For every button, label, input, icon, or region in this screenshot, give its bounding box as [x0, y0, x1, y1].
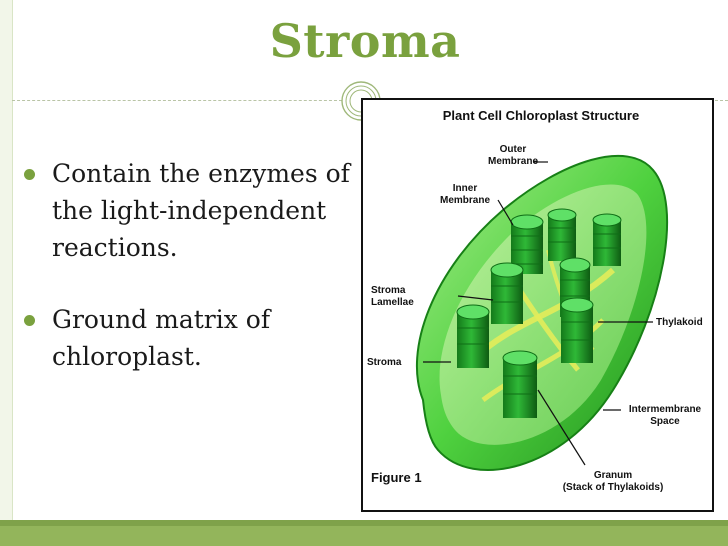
granum-stack: [456, 304, 490, 368]
granum-stack: [490, 262, 524, 324]
bottom-accent-bar: [0, 520, 728, 546]
label-granum: Granum: [594, 470, 632, 481]
label-inner-membrane: Inner: [453, 183, 478, 194]
bottom-bar-shade: [0, 520, 728, 526]
label-stroma: Stroma: [367, 357, 402, 368]
granum-stack: [547, 208, 577, 261]
figure-heading: Plant Cell Chloroplast Structure: [443, 108, 639, 123]
bullet-text: Ground matrix of chloroplast.: [52, 305, 271, 371]
bullet-text: Contain the enzymes of the light-indepen…: [52, 159, 350, 262]
label-outer-membrane: Outer: [500, 144, 527, 155]
granum-stack: [592, 213, 622, 266]
label-stroma-lamellae: Lamellae: [371, 297, 414, 308]
slide-title: Stroma: [269, 14, 461, 68]
leader-lines: [423, 161, 653, 466]
granum-stack: [560, 297, 594, 363]
granum-stack: [502, 350, 538, 418]
label-outer-membrane: Membrane: [488, 156, 538, 167]
label-granum: (Stack of Thylakoids): [563, 482, 664, 493]
label-intermembrane-space: Space: [650, 416, 680, 427]
chloroplast-figure: Plant Cell Chloroplast Structure: [361, 98, 714, 512]
bullet-dot-icon: [24, 169, 35, 180]
bullet-item: Ground matrix of chloroplast.: [20, 301, 350, 375]
left-accent-bar: [0, 0, 13, 546]
bullet-list: Contain the enzymes of the light-indepen…: [20, 155, 350, 410]
label-stroma-lamellae: Stroma: [371, 285, 406, 296]
bullet-dot-icon: [24, 315, 35, 326]
figure-caption: Figure 1: [371, 470, 422, 485]
label-thylakoid: Thylakoid: [656, 317, 703, 328]
label-intermembrane-space: Intermembrane: [629, 404, 702, 415]
grana-stacks: [456, 208, 622, 418]
chloroplast-diagram: Plant Cell Chloroplast Structure: [367, 108, 703, 493]
bullet-item: Contain the enzymes of the light-indepen…: [20, 155, 350, 266]
title-divider-left: [12, 100, 342, 101]
label-inner-membrane: Membrane: [440, 195, 490, 206]
